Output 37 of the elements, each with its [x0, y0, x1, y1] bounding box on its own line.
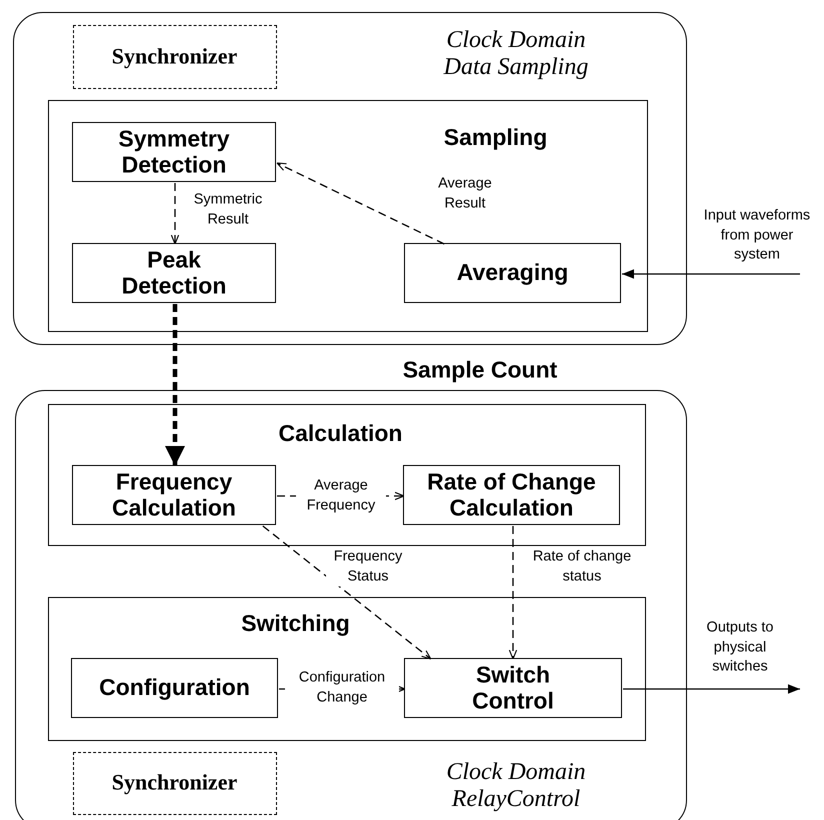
arrow: [276, 162, 445, 245]
clock-domain-title: Clock Domain Data Sampling: [442, 27, 590, 81]
process-box: [71, 658, 278, 718]
clock-domain-panel: [13, 12, 687, 345]
process-label: Averaging: [456, 260, 570, 286]
arrow: [165, 304, 185, 466]
process-label: Rate of Change Calculation: [426, 469, 597, 521]
process-box: [72, 243, 276, 303]
arrow: [508, 526, 518, 660]
module-group-box: [48, 596, 646, 740]
process-box: [404, 243, 621, 303]
process-label: Configuration: [98, 675, 251, 701]
arrow: [170, 183, 180, 245]
clock-domain-title: Clock Domain RelayControl: [445, 759, 587, 813]
edge-label: Outputs to physical switches: [706, 618, 774, 677]
process-box: [404, 658, 622, 718]
group-title: Switching: [240, 610, 351, 636]
process-box: [72, 122, 276, 182]
note-text: Sample Count: [402, 355, 558, 384]
process-box: [72, 465, 276, 525]
process-label: Peak Detection: [120, 247, 228, 299]
process-box: [403, 465, 620, 525]
group-title: Sampling: [442, 124, 548, 150]
group-title: Calculation: [278, 420, 404, 446]
arrow: [262, 526, 432, 660]
module-group-box: [48, 100, 648, 332]
synchronizer-box: [72, 752, 276, 814]
synchronizer-label: Synchronizer: [110, 770, 238, 796]
arrow: [622, 269, 800, 279]
edge-label: Input waveforms from power system: [702, 206, 812, 265]
process-label: Symmetry Detection: [117, 126, 231, 178]
synchronizer-label: Synchronizer: [110, 44, 238, 69]
process-label: Switch Control: [471, 662, 555, 714]
synchronizer-box: [72, 24, 276, 88]
arrow: [623, 684, 800, 694]
process-label: Frequency Calculation: [111, 469, 237, 521]
module-group-box: [48, 404, 646, 546]
